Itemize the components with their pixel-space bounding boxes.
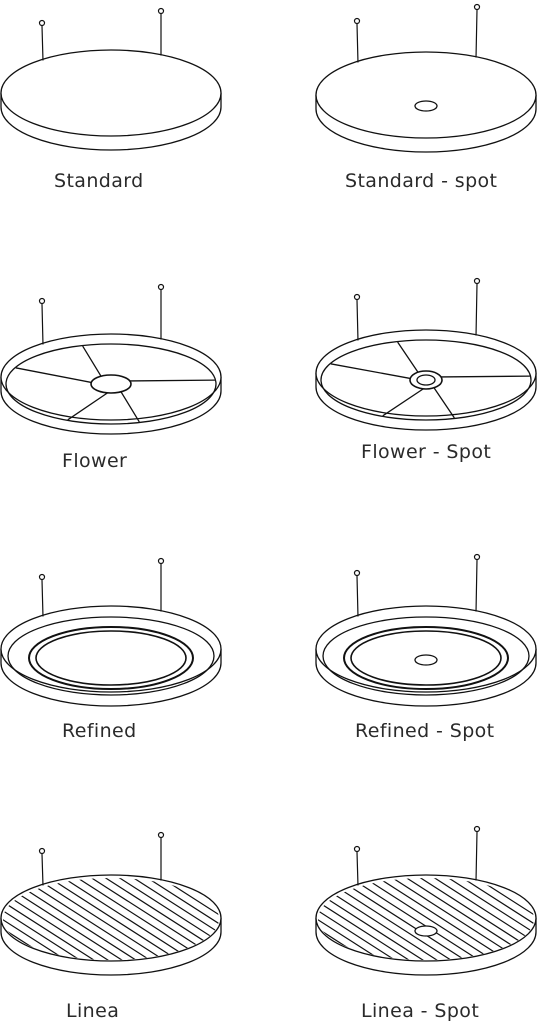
lamp-body-side [0,92,222,151]
suspension-wire [41,853,44,886]
suspension-wire [475,283,478,336]
wire-hook [473,3,481,11]
wire-hook [157,831,165,839]
spot-light [414,925,438,937]
label-standard-spot: Standard - spot [345,170,498,192]
flower-petal-line [120,391,140,423]
lamp-inner-rim [320,339,532,421]
lamp-body-side [315,917,537,976]
refined-ring-outer [28,626,194,690]
suspension-wire [475,9,478,58]
lamp-top-rim [315,51,537,139]
refined-ring-inner [350,630,502,686]
suspension-wire [475,559,478,612]
lamp-top-rim [0,874,222,962]
spot-light [416,374,436,386]
flower-hub [90,374,132,394]
suspension-wire [356,23,359,63]
label-linea-spot: Linea - Spot [361,1000,480,1022]
wire-hook [353,569,361,577]
suspension-wire [41,579,44,617]
suspension-wire [41,25,44,61]
suspension-wire [475,831,478,881]
flower-petal-line [67,392,109,421]
lamp-inner-rim [5,343,217,425]
flower-petal-line [330,363,411,380]
lamp-refined [0,557,222,707]
lamp-flower-spot [315,277,537,431]
lamp-flower [0,283,222,435]
wire-hook [157,283,165,291]
lamp-body-side [0,917,222,976]
wire-hook [38,847,46,855]
refined-ring-outer [343,626,509,690]
lamp-body-side [315,94,537,153]
wire-hook [157,557,165,565]
wire-hook [473,825,481,833]
spot-light [414,654,438,666]
lamp-top-rim [0,605,222,693]
wire-hook [38,573,46,581]
flower-petal-line [397,341,419,373]
wire-hook [38,297,46,305]
wire-hook [38,19,46,27]
wire-hook [157,7,165,15]
lamp-top-rim [0,49,222,137]
label-refined-spot: Refined - Spot [355,720,495,742]
lamp-top-rim [315,605,537,693]
flower-petal-line [129,379,216,382]
wire-hook [473,277,481,285]
suspension-wire [356,299,359,341]
lamp-inner-rim [322,616,530,696]
label-refined: Refined [62,720,137,742]
wire-hook [353,845,361,853]
flower-petal-line [440,375,531,378]
lamp-standard [0,7,222,151]
lamp-body-side [315,648,537,707]
lamp-body-side [0,648,222,707]
refined-ring-inner [35,630,187,686]
lamp-top-rim [315,874,537,962]
flower-petal-line [382,388,424,417]
flower-petal-line [82,345,102,377]
label-standard: Standard [54,170,144,192]
flower-petal-line [15,367,92,384]
suspension-wire [41,303,44,345]
flower-hub [409,370,443,390]
wire-hook [353,17,361,25]
lamp-inner-rim [7,616,215,696]
flower-petal-line [433,387,455,419]
lamp-standard-spot [315,3,537,153]
suspension-wire [356,851,359,886]
label-linea: Linea [66,1000,120,1022]
label-flower: Flower [62,450,128,472]
lamp-body-side [0,376,222,435]
suspension-wire [356,575,359,617]
label-flower-spot: Flower - Spot [361,441,492,463]
wire-hook [353,293,361,301]
lamp-refined-spot [315,553,537,707]
spot-light [414,100,438,112]
wire-hook [473,553,481,561]
lamp-body-side [315,372,537,431]
